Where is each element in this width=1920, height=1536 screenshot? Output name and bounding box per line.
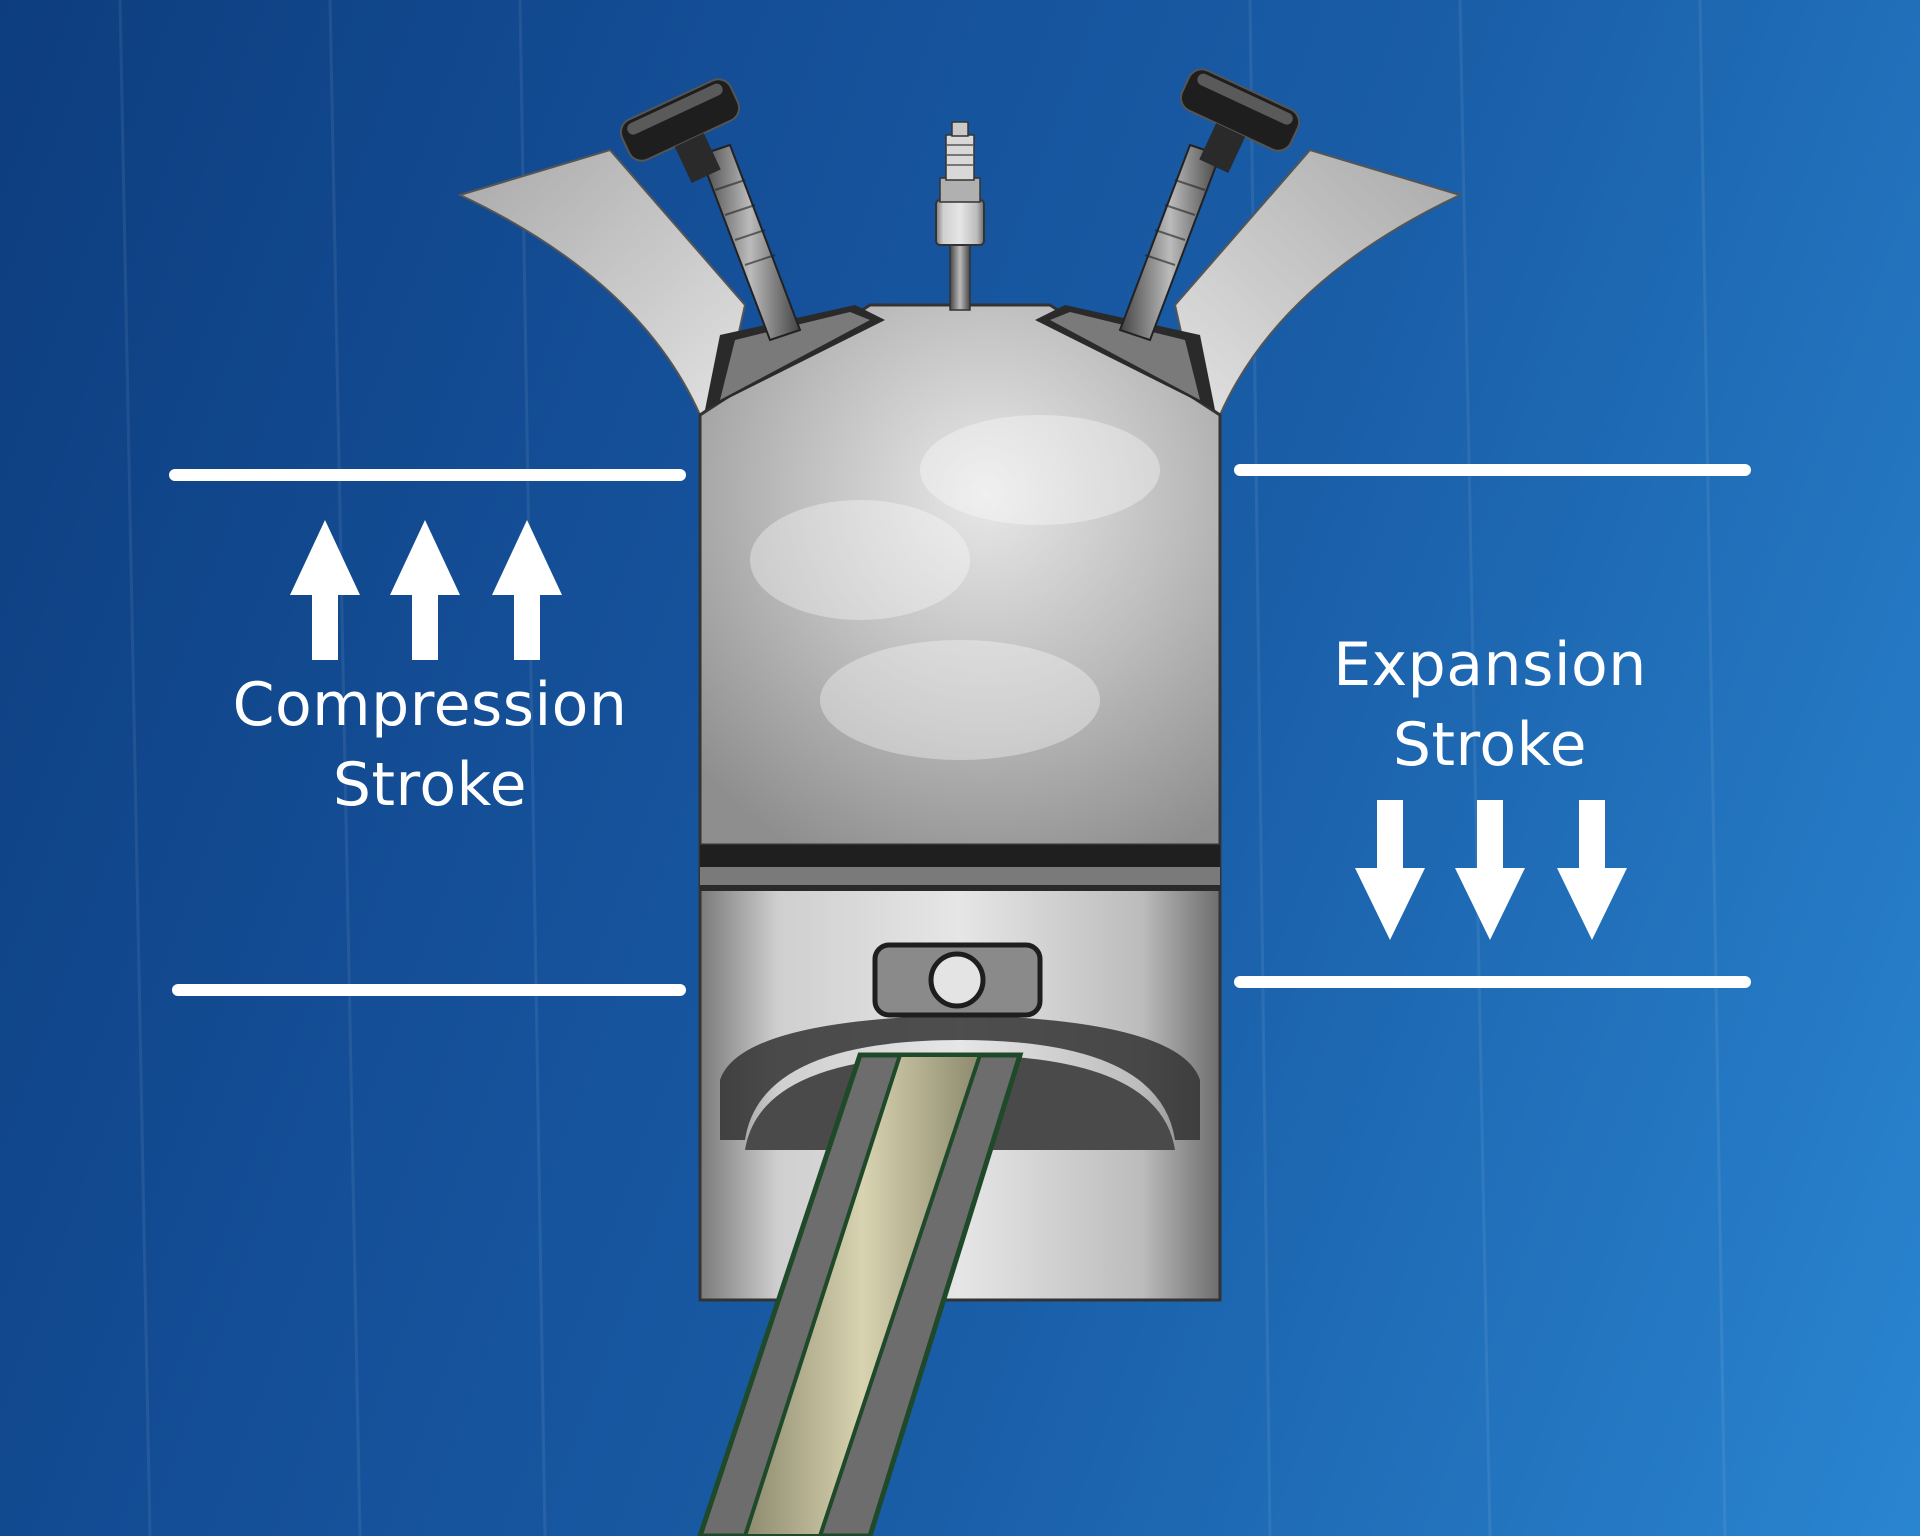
expansion-label-line1: Expansion: [1260, 625, 1720, 705]
compression-stroke-label: Compression Stroke: [200, 665, 660, 825]
down-arrow-icon: [1355, 800, 1425, 940]
down-arrow-icon: [1455, 800, 1525, 940]
expansion-stroke-label: Expansion Stroke: [1260, 625, 1720, 785]
compression-label-line2: Stroke: [200, 745, 660, 825]
up-arrow-icon: [492, 520, 562, 660]
down-arrow-icon: [1557, 800, 1627, 940]
expansion-arrows: [1355, 800, 1627, 940]
exhaust-port: [1175, 150, 1460, 415]
spark-plug: [936, 122, 984, 310]
expansion-label-line2: Stroke: [1260, 705, 1720, 785]
compression-label-line1: Compression: [200, 665, 660, 745]
up-arrow-icon: [390, 520, 460, 660]
intake-port: [460, 150, 745, 415]
compression-arrows: [290, 520, 562, 660]
up-arrow-icon: [290, 520, 360, 660]
